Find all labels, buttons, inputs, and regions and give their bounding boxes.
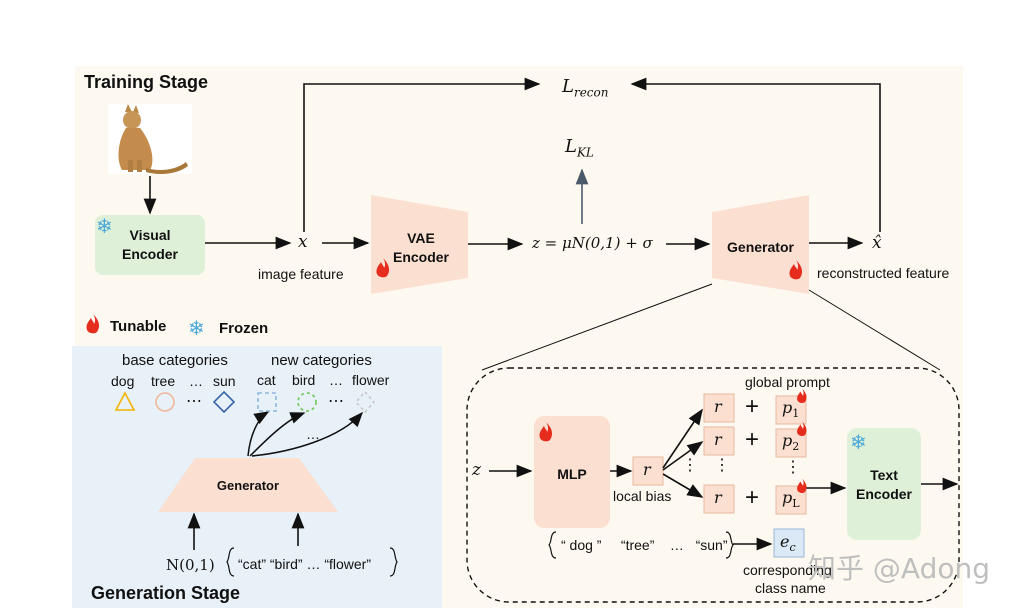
- p2-subscript: 2: [792, 440, 800, 454]
- flame-icon: [86, 314, 100, 334]
- base-categories-label: base categories: [122, 352, 228, 369]
- p2-label: p2: [782, 431, 799, 453]
- plus-sign-2: +: [745, 426, 760, 453]
- pl-symbol: p: [782, 488, 793, 507]
- reconstructed-feature-label: reconstructed feature: [817, 265, 950, 281]
- cat-square-icon: [257, 392, 277, 412]
- detail-panel-border: [466, 367, 960, 603]
- p1-subscript: 1: [792, 407, 800, 421]
- watermark: 知乎 @Adong: [808, 552, 990, 585]
- plus-sign-l: +: [745, 484, 760, 511]
- snowflake-icon: ❄: [850, 432, 867, 454]
- l-recon-subscript: recon: [573, 85, 609, 100]
- tunable-legend-label: Tunable: [110, 318, 167, 335]
- noise-label: N(0,1): [166, 556, 215, 574]
- dots-arrows: …: [306, 426, 320, 442]
- local-bias-r-symbol: r: [643, 460, 651, 479]
- r-box-1: [703, 393, 735, 423]
- new-item-flower: flower: [352, 372, 390, 388]
- generator-trapezoid-generation: [158, 458, 338, 512]
- cat-image: [108, 104, 192, 174]
- mlp-box: [534, 416, 610, 528]
- text-encoder-box: [847, 428, 921, 540]
- vdots-left: ⋮: [682, 457, 698, 474]
- class-words-label: “ dog ” “tree” … “sun”: [561, 537, 728, 553]
- new-categories-label: new categories: [271, 352, 372, 369]
- flower-dotted-icon: [354, 390, 376, 414]
- generation-stage-title: Generation Stage: [91, 583, 241, 603]
- visual-encoder-label: Visual Encoder: [121, 227, 178, 262]
- flame-icon: [797, 421, 807, 436]
- x-hat-symbol: x̂: [872, 233, 882, 253]
- new-item-ellipsis: …: [329, 372, 343, 388]
- r-box-l: [703, 484, 735, 514]
- mlp-label: MLP: [557, 466, 587, 482]
- flame-icon: [797, 388, 807, 403]
- z-formula: z = μN(0,1) + σ: [532, 234, 653, 252]
- r-symbol-1: r: [714, 397, 722, 416]
- p2-symbol: p: [782, 431, 793, 450]
- vdots-p: ⋮: [785, 459, 801, 476]
- flame-icon: [376, 258, 390, 278]
- local-bias-label: local bias: [613, 488, 672, 504]
- frozen-legend-label: Frozen: [219, 320, 269, 337]
- vdots-r: ⋮: [714, 457, 730, 474]
- new-item-cat: cat: [257, 372, 276, 388]
- pl-subscript: L: [792, 497, 800, 511]
- tree-circle-icon: [155, 392, 175, 412]
- dots-base-row: ⋯: [186, 393, 202, 410]
- ec-symbol: e: [780, 532, 790, 551]
- class-name-label: class name: [755, 580, 826, 596]
- new-item-bird: bird: [292, 372, 316, 388]
- training-stage-panel: [75, 66, 963, 346]
- l-recon-label: Lrecon: [562, 76, 608, 100]
- vae-encoder-trapezoid: [371, 195, 468, 294]
- l-kl-symbol: L: [565, 136, 577, 157]
- dots-new-row: ⋯: [328, 393, 344, 410]
- x-symbol: x: [298, 232, 308, 252]
- p1-symbol: p: [782, 398, 793, 417]
- pl-label: pL: [782, 488, 800, 510]
- r-symbol-2: r: [714, 430, 722, 449]
- class-list-label: “cat” “bird” … “flower”: [238, 556, 372, 572]
- training-stage-title: Training Stage: [84, 72, 209, 92]
- ec-subscript: c: [789, 541, 796, 555]
- r-symbol-l: r: [714, 488, 722, 507]
- generator-label-generation: Generator: [216, 478, 280, 493]
- base-item-tree: tree: [151, 373, 176, 389]
- flame-icon: [789, 260, 803, 280]
- l-kl-label: LKL: [565, 136, 594, 160]
- bird-circle-icon: [297, 392, 317, 412]
- global-prompt-label: global prompt: [745, 374, 830, 390]
- text-encoder-label: Text Encoder: [855, 467, 912, 502]
- flame-icon: [539, 422, 553, 442]
- local-bias-r-box: [632, 456, 664, 486]
- ec-box: [773, 528, 805, 558]
- image-feature-label: image feature: [258, 266, 344, 282]
- l-recon-symbol: L: [562, 76, 574, 97]
- plus-sign-1: +: [745, 393, 760, 420]
- sun-diamond-icon: [212, 390, 236, 414]
- base-item-dog: dog: [111, 373, 135, 389]
- flame-icon: [797, 478, 807, 493]
- generator-trapezoid-training: [712, 195, 809, 294]
- snowflake-icon: ❄: [188, 318, 205, 340]
- snowflake-icon: ❄: [96, 216, 113, 238]
- l-kl-subscript: KL: [576, 145, 594, 160]
- base-item-sun: sun: [213, 373, 236, 389]
- generator-label-training: Generator: [727, 239, 794, 255]
- p1-label: p1: [782, 398, 799, 420]
- z-input-symbol: z: [472, 460, 481, 480]
- r-box-2: [703, 426, 735, 456]
- visual-encoder-box: [95, 215, 205, 275]
- ec-label: ec: [780, 532, 796, 554]
- base-item-ellipsis: …: [189, 373, 203, 389]
- vae-encoder-label: VAE Encoder: [392, 230, 449, 265]
- corresponding-label: corresponding: [743, 562, 832, 578]
- dog-triangle-icon: [114, 391, 136, 411]
